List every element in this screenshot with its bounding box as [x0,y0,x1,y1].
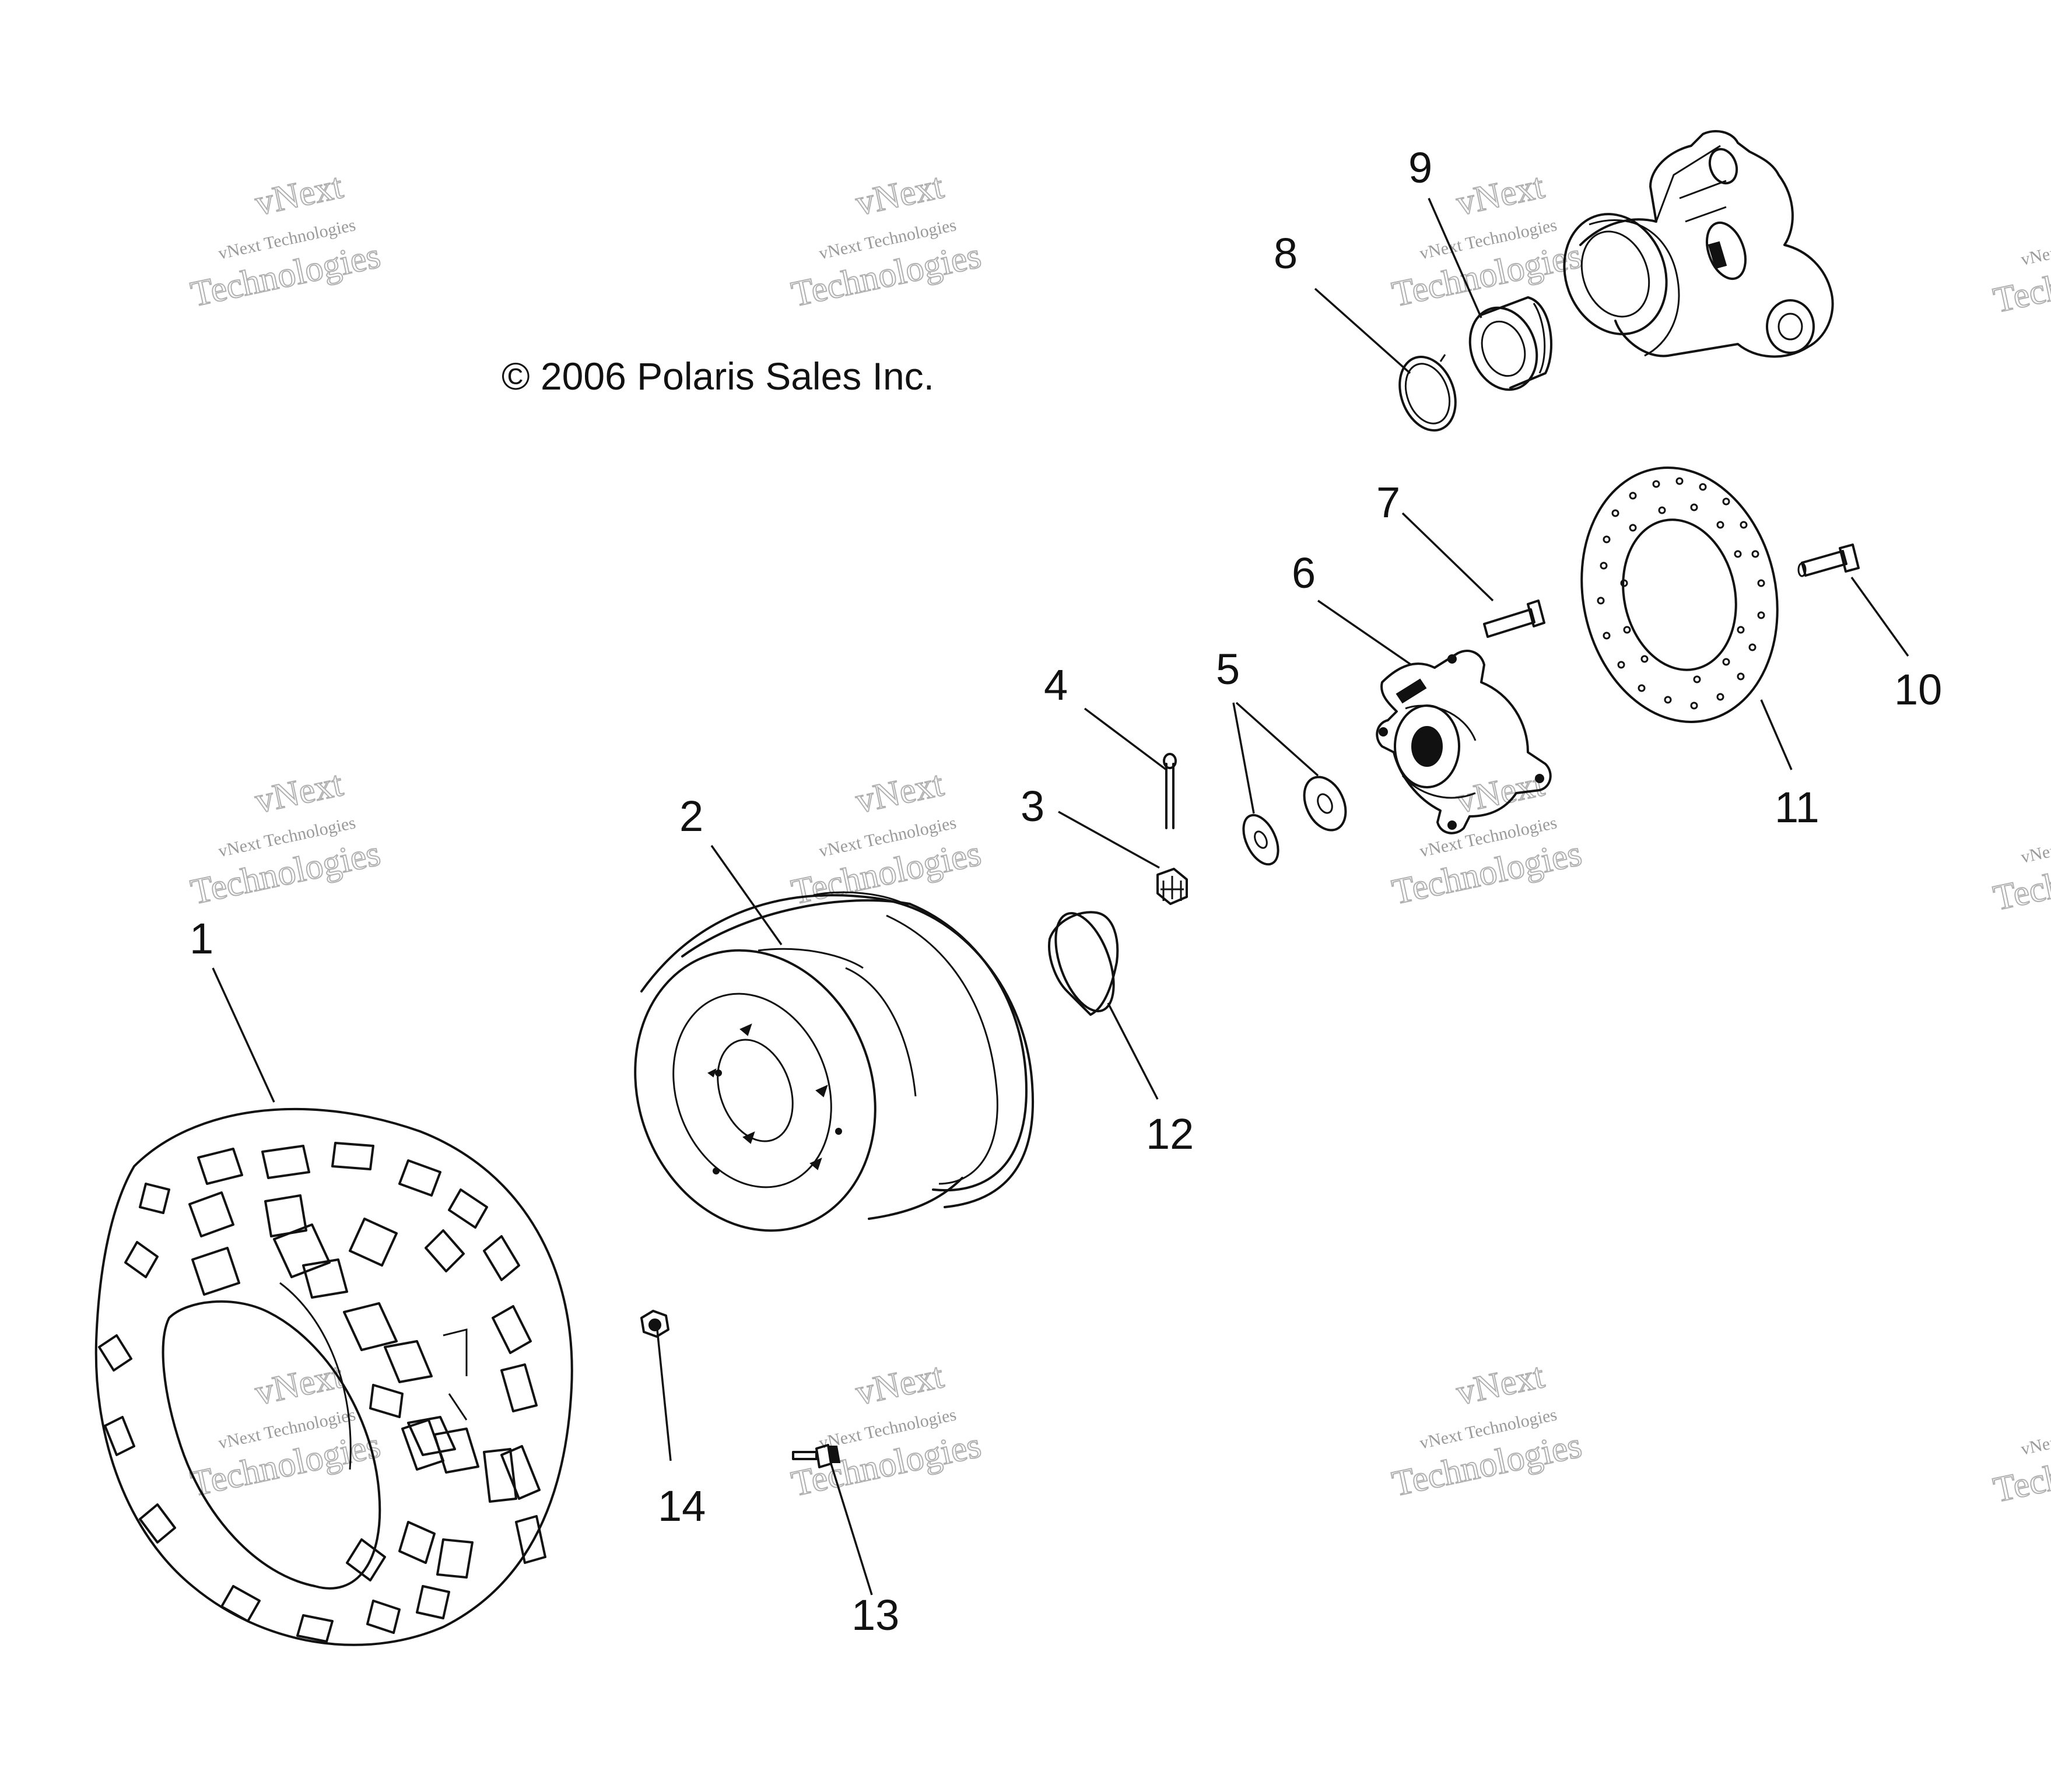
disc-bolt [1797,543,1860,577]
leader-11 [1760,699,1793,770]
leader-4 [1084,707,1168,771]
watermark: vNext vNext Technologies Technologies [787,166,985,315]
callout-12: 12 [1146,1110,1194,1158]
svg-text:vNext: vNext [852,1356,946,1413]
leader-5b [1235,702,1319,777]
retaining-ring [1398,354,1457,432]
cotter-pin [1163,753,1177,829]
leader-5a [1232,702,1255,814]
callout-10: 10 [1894,665,1942,714]
leader-lines [212,198,1909,1595]
hub-cap [1048,911,1119,1016]
callout-4: 4 [1044,661,1068,709]
watermark: vNext vNext Technologies Technologies [787,1355,985,1505]
watermark: vNext vNext Technologies Technologies [187,763,384,913]
leader-14 [656,1329,672,1461]
leader-1 [212,967,275,1103]
brake-disc-holes [1597,477,1765,710]
copyright-notice: © 2006 Polaris Sales Inc. [502,355,934,398]
watermark: vNext vNext Technologies Technologies [1388,1355,1586,1505]
leader-13 [830,1463,873,1595]
svg-text:vNex: vNex [2019,1432,2051,1459]
callout-8: 8 [1274,229,1298,278]
svg-text:vNext: vNext [251,166,346,223]
hub-stud [1483,599,1545,638]
callout-3: 3 [1021,782,1044,830]
leader-7 [1401,512,1494,602]
svg-text:Tech: Tech [1990,1457,2051,1510]
leader-12 [1107,1002,1159,1100]
leader-3 [1058,811,1160,869]
watermark: vNext vNext Technologies Technologies [1388,763,1586,913]
castle-nut [1156,868,1188,905]
callout-7: 7 [1376,478,1400,527]
knuckle [1563,130,1834,358]
svg-text:vNext: vNext [251,764,346,821]
callout-11: 11 [1775,783,1819,832]
svg-text:Tech: Tech [1990,865,2051,918]
lug-nut [640,1310,669,1338]
callout-5: 5 [1216,645,1240,693]
watermark-edge: vNex Tech [1990,840,2051,919]
svg-text:vNex: vNex [2019,243,2051,269]
washers [1242,776,1347,866]
leader-6 [1317,599,1412,666]
leader-10 [1850,576,1909,657]
wheel-hub [1376,650,1552,834]
svg-text:vNext: vNext [852,764,946,821]
svg-text:vNext: vNext [251,1356,346,1413]
svg-text:Tech: Tech [1990,267,2051,320]
watermark: vNext vNext Technologies Technologies [187,1355,384,1505]
svg-text:vNex: vNex [2019,840,2051,867]
callout-6: 6 [1292,549,1316,597]
callout-1: 1 [190,914,213,963]
watermark: vNext vNext Technologies Technologies [1388,166,1586,315]
svg-text:vNext: vNext [1453,1356,1547,1413]
brake-disc [1580,467,1779,723]
callout-2: 2 [679,792,703,840]
tire-tread [98,1142,546,1643]
bearing [1468,296,1552,391]
wheel-rim [634,891,1035,1232]
watermark-grid: vNext vNext Technologies Technologies vN… [187,166,2051,1511]
watermark-edge: vNex Tech [1990,1432,2051,1511]
watermark: vNext vNext Technologies Technologies [787,763,985,913]
callout-labels: 1 2 3 4 5 6 7 8 9 10 11 12 13 14 [190,143,1942,1639]
svg-text:vNext: vNext [1453,764,1547,821]
leader-2 [710,844,783,946]
watermark: vNext vNext Technologies Technologies [187,166,384,315]
leader-9 [1428,198,1482,318]
tire [94,1107,573,1646]
callout-9: 9 [1408,143,1432,192]
svg-text:vNext: vNext [852,166,946,223]
callout-14: 14 [658,1482,706,1530]
leader-8 [1314,287,1411,374]
callout-13: 13 [851,1591,899,1639]
svg-text:vNext: vNext [1453,166,1547,223]
watermark-edge: vNex Tech [1990,243,2051,321]
